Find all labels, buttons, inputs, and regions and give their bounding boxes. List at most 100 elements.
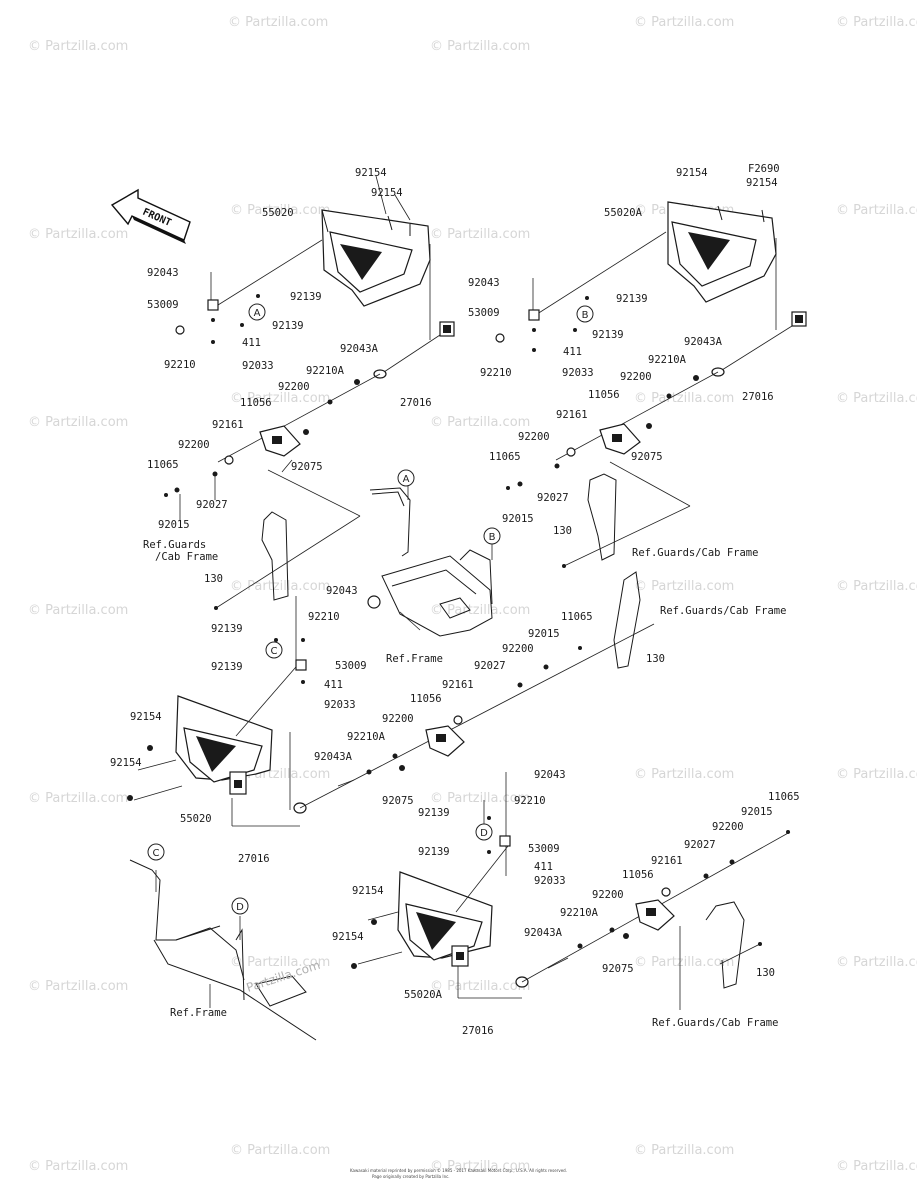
part-label: 411	[324, 679, 343, 691]
part-label: 92200	[592, 889, 624, 901]
part-label: 92139	[211, 661, 243, 673]
part-label: 11065	[768, 791, 800, 803]
part-label: Ref.Frame	[386, 653, 443, 665]
watermark: © Partzilla.com	[430, 1159, 530, 1174]
part-label: 92139	[418, 807, 450, 819]
watermark-layer: © Partzilla.com © Partzilla.com © Partzi…	[28, 15, 917, 1174]
watermark: © Partzilla.com	[836, 1159, 917, 1174]
part-label: 92139	[592, 329, 624, 341]
watermark: © Partzilla.com	[634, 955, 734, 970]
callout-letter: D	[480, 828, 488, 839]
part-label: 92154	[130, 711, 162, 723]
watermark: © Partzilla.com	[634, 579, 734, 594]
labels-set-3: Ref.Frame 92043 92210 92139 53009 92139 …	[110, 585, 786, 865]
watermark: © Partzilla.com	[836, 203, 917, 218]
part-label: Ref.Guards/Cab Frame	[632, 547, 758, 559]
part-label: 92161	[442, 679, 474, 691]
part-label: 53009	[468, 307, 500, 319]
watermark: © Partzilla.com	[430, 227, 530, 242]
part-label: 92154	[332, 931, 364, 943]
part-label: 92210	[164, 359, 196, 371]
part-label: 411	[563, 346, 582, 358]
mirror-assembly-4	[231, 772, 791, 1010]
part-label: 53009	[335, 660, 367, 672]
callout-letter: B	[489, 532, 496, 543]
part-label: 92210	[308, 611, 340, 623]
part-label: Ref.Guards/Cab Frame	[652, 1017, 778, 1029]
part-label: 11065	[489, 451, 521, 463]
watermark: © Partzilla.com	[836, 579, 917, 594]
part-label: 92154	[110, 757, 142, 769]
part-label: 53009	[528, 843, 560, 855]
part-label: Ref.Guards	[143, 539, 206, 551]
part-label: 11065	[147, 459, 179, 471]
watermark: © Partzilla.com	[28, 791, 128, 806]
part-label: 92200	[382, 713, 414, 725]
part-label: 130	[646, 653, 665, 665]
part-label: 92043A	[340, 343, 379, 355]
part-label: 55020	[262, 207, 294, 219]
part-label: 92210	[480, 367, 512, 379]
part-label: 92210A	[347, 731, 386, 743]
watermark: © Partzilla.com	[836, 391, 917, 406]
watermark: © Partzilla.com	[230, 391, 330, 406]
part-label: 92161	[651, 855, 683, 867]
part-label: /Cab Frame	[155, 551, 218, 563]
part-label: 92154	[371, 187, 403, 199]
part-label: 92033	[562, 367, 594, 379]
part-label: 92139	[418, 846, 450, 858]
watermark: © Partzilla.com	[836, 15, 917, 30]
part-label: 92200	[278, 381, 310, 393]
callout-letter: C	[153, 848, 160, 859]
part-label: 92027	[684, 839, 716, 851]
watermark: © Partzilla.com	[230, 203, 330, 218]
part-label: 92210A	[560, 907, 599, 919]
callout-letter: B	[582, 310, 589, 321]
part-label: 27016	[238, 853, 270, 865]
labels-set-1: 92154 92154 55020 92043 92139 53009 9213…	[143, 167, 432, 585]
callout-letter: D	[236, 902, 244, 913]
part-label: 92200	[518, 431, 550, 443]
part-label: 92210	[514, 795, 546, 807]
part-label: 92210A	[648, 354, 687, 366]
watermark: © Partzilla.com	[430, 39, 530, 54]
part-label: 92161	[212, 419, 244, 431]
part-label: 92033	[534, 875, 566, 887]
part-label: 92015	[502, 513, 534, 525]
watermark: © Partzilla.com	[230, 579, 330, 594]
watermark: © Partzilla.com	[836, 955, 917, 970]
watermark: © Partzilla.com	[634, 391, 734, 406]
watermark: © Partzilla.com	[28, 1159, 128, 1174]
part-label: 11056	[410, 693, 442, 705]
watermark: © Partzilla.com	[28, 39, 128, 54]
part-label: 27016	[462, 1025, 494, 1037]
part-label: 92161	[556, 409, 588, 421]
part-label: 92075	[631, 451, 663, 463]
part-label: 55020	[180, 813, 212, 825]
part-label: 92200	[178, 439, 210, 451]
part-label: 92200	[620, 371, 652, 383]
part-label: 53009	[147, 299, 179, 311]
labels-set-2: 92154 F2690 92154 55020A 92043 92139 530…	[468, 163, 780, 559]
part-label: Ref.Frame	[170, 1007, 227, 1019]
part-label: 92027	[537, 492, 569, 504]
copyright-line: Kawasaki material reprinted by permissio…	[350, 1168, 567, 1173]
watermark: © Partzilla.com	[230, 955, 330, 970]
watermark: © Partzilla.com	[28, 415, 128, 430]
watermark: © Partzilla.com	[836, 767, 917, 782]
callouts: A B C D A B C D	[147, 303, 594, 915]
part-label: 411	[534, 861, 553, 873]
part-label: 92015	[528, 628, 560, 640]
part-label: 11056	[622, 869, 654, 881]
watermark: © Partzilla.com	[230, 1143, 330, 1158]
watermark: © Partzilla.com	[28, 979, 128, 994]
part-label: 130	[756, 967, 775, 979]
frame-center	[367, 484, 493, 637]
part-label: 27016	[742, 391, 774, 403]
part-label: 11056	[240, 397, 272, 409]
part-label: 92139	[616, 293, 648, 305]
part-label: 92200	[502, 643, 534, 655]
copyright-line: Page originally created by Partzilla Inc…	[372, 1174, 450, 1179]
mirror-assembly-3	[127, 571, 655, 814]
